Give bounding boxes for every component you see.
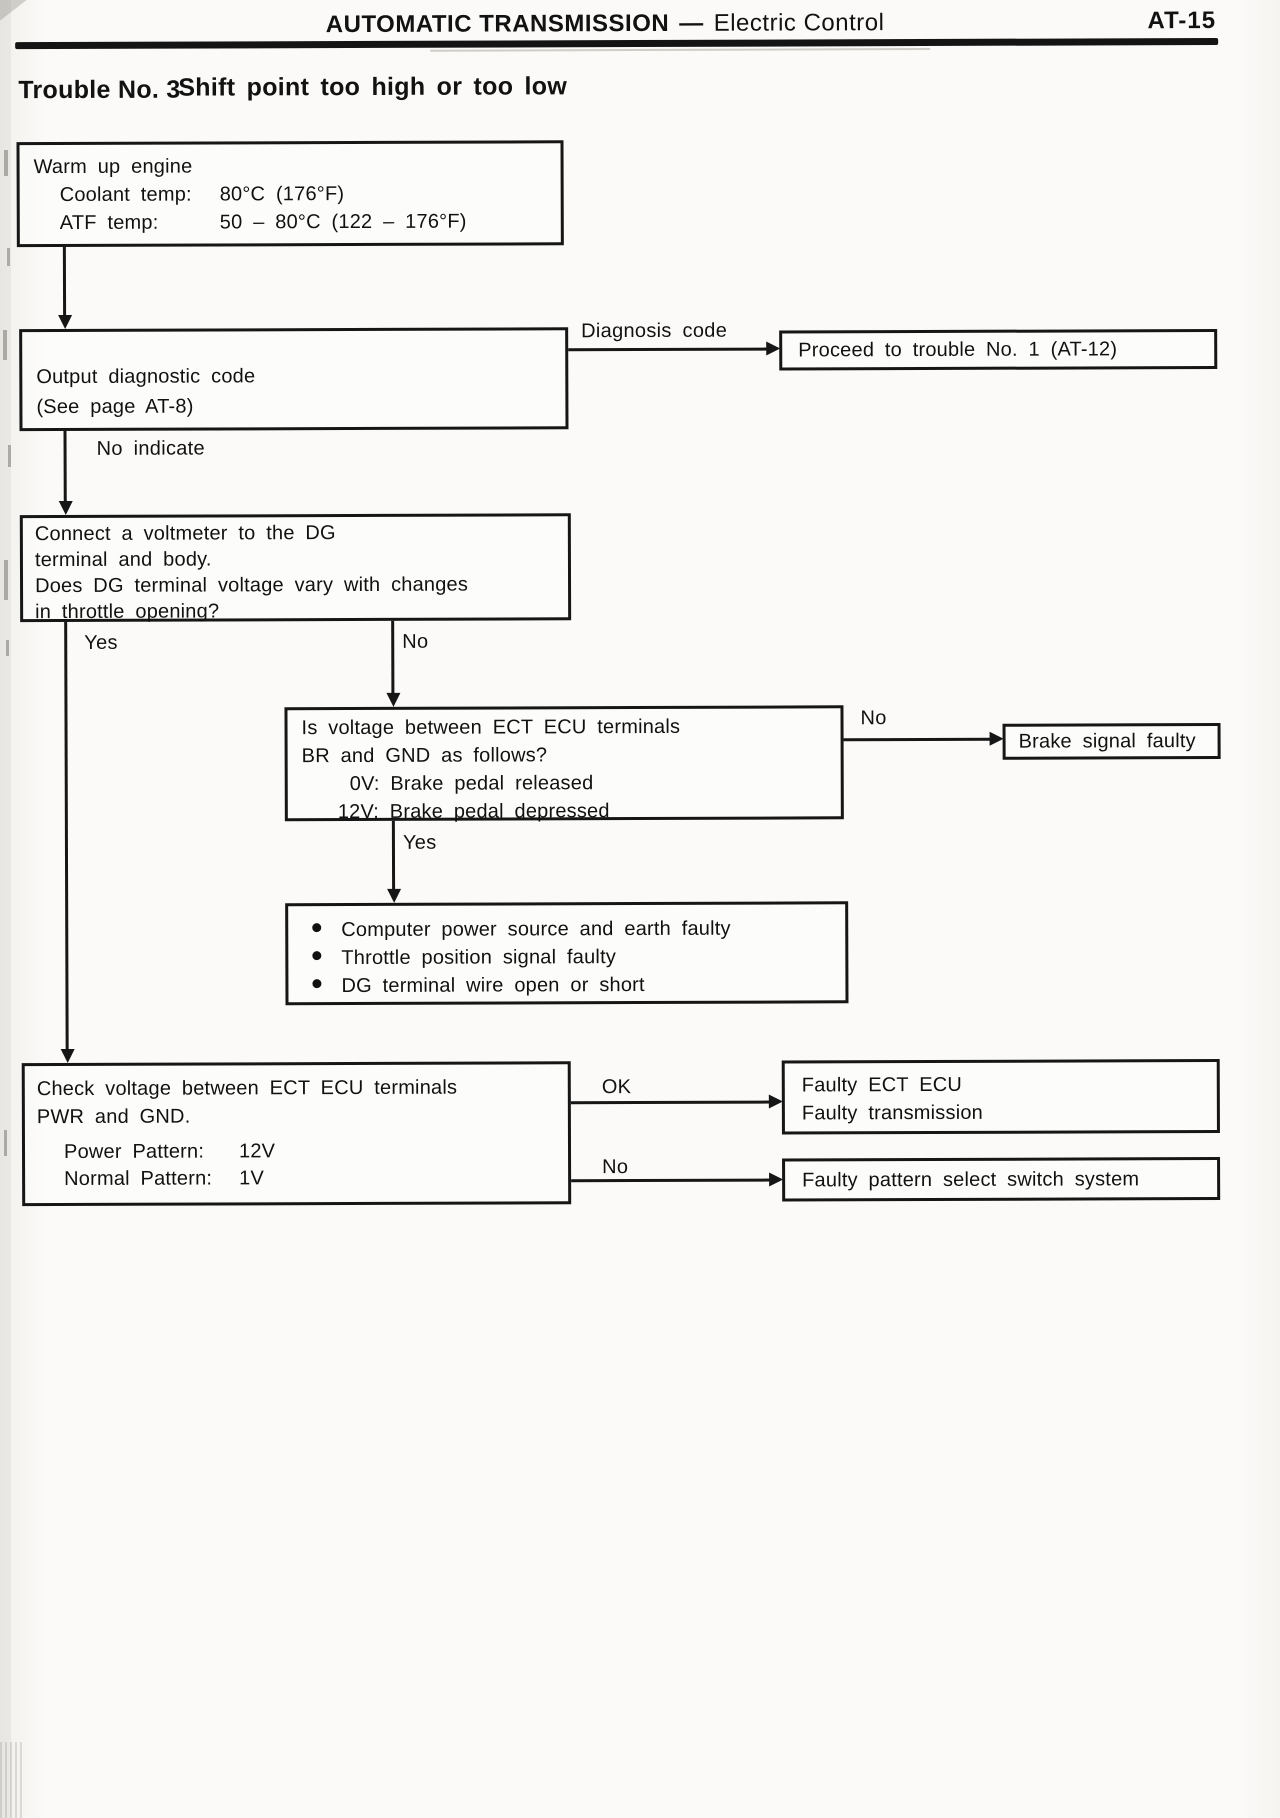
label-no-voltmeter: No [402, 630, 429, 653]
voltmeter-line2: terminal and body. [34, 548, 212, 572]
normal-pattern-value: 1V [239, 1167, 265, 1190]
voltmeter-line4: in throttle opening? [35, 600, 220, 624]
faulty-ecu-line1: Faulty ECT ECU [801, 1073, 963, 1097]
brakeq-line3: 0V: Brake pedal released [349, 772, 594, 796]
flow-line-diagnosis-code [568, 347, 768, 352]
flow-box-check-pwr-voltage: Check voltage between ECT ECU terminals … [21, 1061, 572, 1207]
scan-speck [8, 445, 11, 467]
page-header: AUTOMATIC TRANSMISSION — Electric Control [0, 8, 1210, 40]
voltmeter-line3: Does DG terminal voltage vary with chang… [35, 573, 469, 598]
label-ok: OK [601, 1076, 632, 1099]
brakeq-line2: BR and GND as follows? [301, 744, 548, 768]
coolant-temp-label: Coolant temp: [59, 183, 192, 207]
bullet-icon [312, 978, 322, 988]
header-section-title: AUTOMATIC TRANSMISSION [325, 9, 670, 39]
label-no-bottom: No [602, 1156, 629, 1179]
arrowhead-right-icon [766, 341, 781, 356]
flow-line-brake-no [843, 737, 991, 742]
faulty-pattern-text: Faulty pattern select switch system [802, 1167, 1140, 1191]
arrowhead-down-icon [386, 692, 401, 707]
warm-up-title: Warm up engine [33, 155, 193, 179]
flow-box-faulty-pattern-select: Faulty pattern select switch system [782, 1156, 1221, 1202]
flow-box-possible-causes: Computer power source and earth faulty T… [285, 901, 849, 1006]
flow-box-proceed-trouble-1: Proceed to trouble No. 1 (AT-12) [779, 328, 1218, 371]
bullet-icon [312, 950, 322, 960]
scan-speck [6, 640, 9, 656]
flow-box-faulty-ect-ecu: Faulty ECT ECU Faulty transmission [781, 1058, 1220, 1135]
flow-line-no-to-brakeq [391, 620, 395, 695]
arrowhead-right-icon [989, 731, 1004, 746]
flow-box-connect-voltmeter: Connect a voltmeter to the DG terminal a… [19, 513, 572, 624]
arrowhead-right-icon [768, 1094, 783, 1109]
normal-pattern-row: Normal Pattern: 1V [37, 1164, 558, 1193]
brakeq-line4: 12V: Brake pedal depressed [337, 800, 610, 824]
header-subsection-title: Electric Control [713, 9, 885, 37]
cause-text-1: Computer power source and earth faulty [341, 917, 731, 942]
scan-speck [7, 248, 10, 266]
arrowhead-down-icon [387, 888, 402, 903]
power-pattern-value: 12V [238, 1140, 276, 1163]
power-pattern-row: Power Pattern: 12V [37, 1137, 558, 1166]
flow-box-brake-signal-faulty: Brake signal faulty [1002, 722, 1221, 760]
atf-temp-row: ATF temp: 50 – 80°C (122 – 176°F) [34, 207, 549, 237]
scan-bottom-streaks [0, 1742, 24, 1818]
voltmeter-line1: Connect a voltmeter to the DG [34, 522, 336, 546]
flow-line-yes-to-check [64, 622, 69, 1052]
trouble-title: Shift point too high or too low [178, 72, 568, 102]
cause-text-3: DG terminal wire open or short [341, 973, 645, 998]
flow-line-ok [570, 1100, 770, 1105]
label-diagnosis-code: Diagnosis code [581, 319, 728, 343]
header-rule [15, 37, 1219, 50]
check-line2: PWR and GND. [36, 1105, 191, 1129]
label-yes-brake: Yes [402, 831, 437, 854]
flow-line-output-to-voltmeter [63, 431, 67, 504]
coolant-temp-row: Coolant temp: 80°C (176°F) [34, 179, 549, 209]
arrowhead-down-icon [60, 1048, 75, 1064]
cause-item: Throttle position signal faulty [312, 942, 835, 972]
normal-pattern-label: Normal Pattern: [64, 1167, 213, 1191]
label-yes-voltmeter: Yes [84, 631, 118, 654]
flow-box-output-diagnostic-code: Output diagnostic code (See page AT-8) [19, 327, 569, 432]
scan-speck [4, 1130, 7, 1156]
bullet-icon [312, 922, 322, 932]
header-rule-shadow [430, 47, 931, 52]
arrowhead-right-icon [769, 1172, 784, 1187]
power-pattern-label: Power Pattern: [63, 1140, 205, 1164]
proceed-text: Proceed to trouble No. 1 (AT-12) [798, 338, 1118, 362]
scan-speck [4, 150, 8, 176]
flow-line-yes-to-causes [391, 820, 396, 891]
check-line1: Check voltage between ECT ECU terminals [36, 1076, 458, 1101]
label-no-indicate: No indicate [96, 437, 205, 460]
header-dash: — [679, 9, 704, 37]
cause-text-2: Throttle position signal faulty [341, 946, 617, 970]
brake-faulty-text: Brake signal faulty [1018, 730, 1196, 753]
trouble-number-label: Trouble No. 3 [18, 75, 181, 105]
label-no-brake: No [860, 707, 887, 730]
output-code-line2: (See page AT-8) [36, 395, 194, 419]
brakeq-line1: Is voltage between ECT ECU terminals [301, 715, 681, 740]
cause-item: DG terminal wire open or short [312, 970, 835, 1000]
flow-box-warm-up-engine: Warm up engine Coolant temp: 80°C (176°F… [16, 140, 564, 248]
output-code-line1: Output diagnostic code [36, 365, 256, 389]
cause-item: Computer power source and earth faulty [312, 914, 835, 944]
coolant-temp-value: 80°C (176°F) [219, 183, 345, 206]
arrowhead-down-icon [58, 314, 73, 330]
arrowhead-down-icon [58, 500, 73, 516]
scan-left-edge [0, 0, 11, 1818]
atf-temp-value: 50 – 80°C (122 – 176°F) [219, 210, 467, 234]
atf-temp-label: ATF temp: [59, 211, 159, 235]
scan-speck [3, 330, 7, 360]
flow-line-no-bottom [571, 1178, 771, 1183]
flow-line-warmup-to-output [62, 247, 67, 318]
faulty-ecu-line2: Faulty transmission [801, 1101, 984, 1125]
page-number: AT-15 [1147, 6, 1217, 35]
scan-speck [4, 560, 8, 600]
flow-box-brake-voltage-question: Is voltage between ECT ECU terminals BR … [284, 705, 844, 823]
